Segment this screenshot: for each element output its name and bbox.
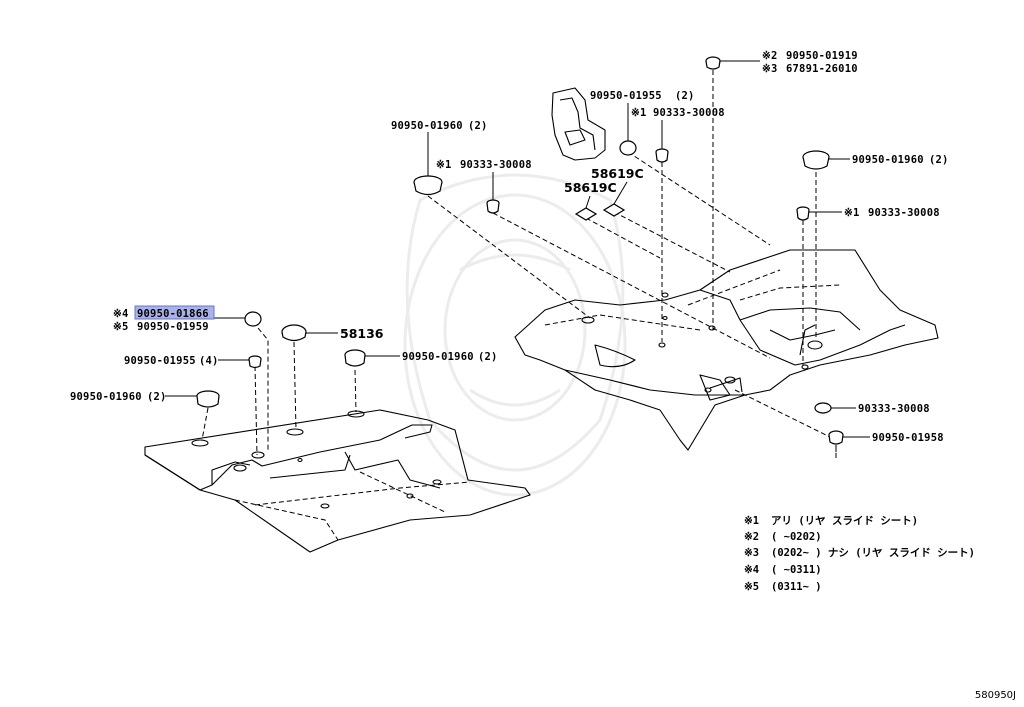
callout-p3[interactable]: 90950-01955 (2) [590,90,695,102]
grommet-part-p14 [248,355,262,369]
watermark-emblem [403,173,627,497]
footnote-text: ( ~0202) [771,531,822,543]
hole-plug-part-p9 [802,150,830,170]
callout-p3-qty: (2) [675,90,695,102]
callout-p16[interactable]: 90950-01960 (2) [70,391,167,403]
footnote-mark: ※1 [744,515,759,527]
plug-part-p4 [655,148,669,163]
callout-p1-mark: ※2 [762,50,778,62]
grommet-part-p1 [705,56,721,70]
callout-p5[interactable]: 90950-01960 (2) [391,120,488,132]
callout-p2-mark: ※3 [762,63,778,75]
cover-part-p13 [281,324,307,342]
plug-part-p10 [796,206,810,221]
footnote-text: (0202~ ) ナシ (リヤ スライド シート) [771,547,975,559]
callout-p12-number[interactable]: 90950-01959 [137,321,209,333]
callout-p14[interactable]: 90950-01955 (4) [124,355,219,367]
callout-p14-number[interactable]: 90950-01955 [124,355,196,367]
callout-p5-number[interactable]: 90950-01960 [391,120,463,132]
callout-p2-number[interactable]: 67891-26010 [786,63,858,75]
diagram-code: 580950J [974,690,1016,701]
callout-p14-qty: (4) [199,355,219,367]
grommet-part-p11 [244,311,262,327]
callout-p15-qty: (2) [478,351,498,363]
footnote-row: ※3 (0202~ ) ナシ (リヤ スライド シート) [744,547,975,559]
grommet-part-p3 [619,140,637,156]
callout-p15-number[interactable]: 90950-01960 [402,351,474,363]
callout-p1-number[interactable]: 90950-01919 [786,50,858,62]
footnote-row: ※2 ( ~0202) [744,531,822,543]
callout-p16-number[interactable]: 90950-01960 [70,391,142,403]
callout-p10[interactable]: ※1 90333-30008 [844,207,940,219]
footnotes: ※1 アリ (リヤ スライド シート) ※2 ( ~0202) ※3 (0202… [744,515,975,593]
callout-p11-number[interactable]: 90950-01866 [137,308,209,320]
hole-plug-part-p16 [196,390,220,408]
callout-p6-number[interactable]: 90333-30008 [460,159,532,171]
leader-lines [165,60,870,438]
callout-p4-mark: ※1 [631,107,647,119]
callout-p3-number[interactable]: 90950-01955 [590,90,662,102]
callout-p5-qty: (2) [468,120,488,132]
callout-p10-mark: ※1 [844,207,860,219]
callout-p6-mark: ※1 [436,159,452,171]
callout-p11[interactable]: ※4 90950-01866 [113,308,209,320]
callout-p15[interactable]: 90950-01960 (2) [402,351,498,363]
front-floor-insulator [144,409,531,553]
callout-p4-number[interactable]: 90333-30008 [653,107,725,119]
footnote-mark: ※3 [744,547,759,559]
callout-p17-number[interactable]: 90333-30008 [858,403,930,415]
callout-p18-number[interactable]: 90950-01958 [872,432,944,444]
callout-p12[interactable]: ※5 90950-01959 [113,321,209,333]
hole-plug-part-p5 [413,175,443,196]
pad-part-p7 [602,203,626,217]
footnote-text: (0311~ ) [771,581,822,593]
callout-p7-number[interactable]: 58619C [591,166,644,181]
footnote-row: ※4 ( ~0311) [744,564,822,576]
callout-p12-mark: ※5 [113,321,129,333]
callout-p16-qty: (2) [147,391,167,403]
footnote-mark: ※2 [744,531,759,543]
footnote-row: ※5 (0311~ ) [744,581,822,593]
callout-p11-mark: ※4 [113,308,129,320]
callout-p1[interactable]: ※2 90950-01919 [762,50,858,62]
callout-p9[interactable]: 90950-01960 (2) [852,154,949,166]
callout-p9-number[interactable]: 90950-01960 [852,154,924,166]
rear-floor-insulator [514,249,939,451]
callout-p10-number[interactable]: 90333-30008 [868,207,940,219]
selected-part-highlight [134,305,215,320]
callout-p6[interactable]: ※1 90333-30008 [436,159,532,171]
assembly-lines [201,70,837,458]
footnote-mark: ※4 [744,564,759,576]
plug-part-p17 [814,402,832,414]
callout-p4[interactable]: ※1 90333-30008 [631,107,725,119]
side-bracket [551,87,606,161]
pad-part-p8 [574,207,598,221]
footnote-text: アリ (リヤ スライド シート) [771,515,918,527]
footnote-mark: ※5 [744,581,759,593]
hole-plug-part-p15 [344,349,366,367]
plug-part-p6 [486,199,500,214]
callout-p9-qty: (2) [929,154,949,166]
grommet-part-p18 [828,430,844,445]
footnote-row: ※1 アリ (リヤ スライド シート) [744,515,918,527]
footnote-text: ( ~0311) [771,564,822,576]
callout-p2[interactable]: ※3 67891-26010 [762,63,858,75]
callout-p8-number[interactable]: 58619C [564,180,617,195]
callout-p13-number[interactable]: 58136 [340,326,384,341]
